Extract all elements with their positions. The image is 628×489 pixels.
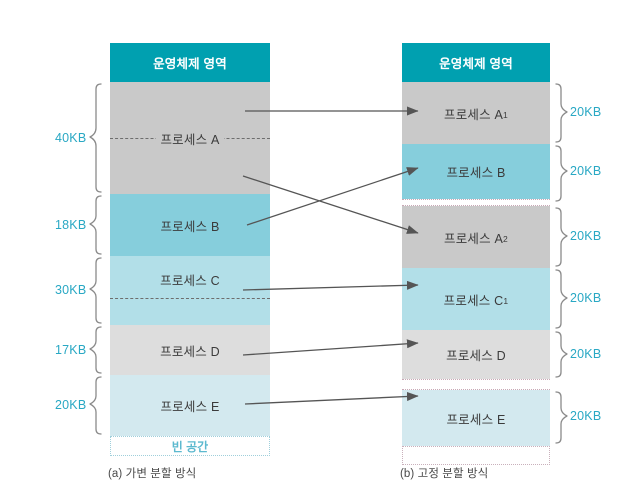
left-os-area-header: 운영체제 영역 <box>110 43 270 82</box>
left-size-label-17kb: 17KB <box>55 343 87 357</box>
left-block-process-c: 프로세스 C <box>110 256 270 325</box>
right-brace-5 <box>555 331 568 378</box>
right-block-process-b: 프로세스 B <box>402 144 550 199</box>
left-block-process-a-label: 프로세스 A <box>156 128 224 148</box>
right-fragment-gap-2 <box>402 379 550 390</box>
right-block-process-a1-label: 프로세스 A <box>444 107 504 122</box>
caption-variable-partition: (a) 가변 분할 방식 <box>108 468 197 480</box>
right-brace-2 <box>555 145 568 202</box>
left-size-label-40kb: 40KB <box>55 131 87 145</box>
left-brace-18kb <box>89 195 102 255</box>
caption-fixed-partition: (b) 고정 분할 방식 <box>400 468 489 480</box>
left-block-process-c-label: 프로세스 C <box>160 274 220 288</box>
right-free-partition <box>402 446 550 465</box>
right-block-process-e-label: 프로세스 E <box>446 412 506 427</box>
right-size-label-4: 20KB <box>570 291 602 305</box>
right-brace-6 <box>555 391 568 444</box>
right-block-process-e: 프로세스 E <box>402 390 550 446</box>
right-block-process-d: 프로세스 D <box>402 330 550 379</box>
left-size-label-20kb: 20KB <box>55 398 87 412</box>
left-block-process-e: 프로세스 E <box>110 375 270 436</box>
right-size-label-2: 20KB <box>570 164 602 178</box>
right-size-label-6: 20KB <box>570 409 602 423</box>
right-block-process-d-label: 프로세스 D <box>446 349 506 363</box>
left-block-process-b: 프로세스 B <box>110 194 270 256</box>
right-brace-3 <box>555 207 568 267</box>
left-brace-30kb <box>89 257 102 324</box>
right-block-process-a2-subscript: 2 <box>503 234 508 244</box>
left-brace-40kb <box>89 83 102 193</box>
right-block-process-c1-subscript: 1 <box>503 296 509 306</box>
right-os-area-header: 운영체제 영역 <box>402 43 550 82</box>
right-size-label-5: 20KB <box>570 347 602 361</box>
right-block-process-c1-label: 프로세스 C <box>443 293 504 308</box>
right-fragment-gap-1 <box>402 199 550 206</box>
right-brace-1 <box>555 83 568 143</box>
left-empty-space: 빈 공간 <box>110 436 270 456</box>
left-size-label-18kb: 18KB <box>55 218 87 232</box>
right-brace-4 <box>555 269 568 329</box>
right-block-process-b-label: 프로세스 B <box>446 166 506 180</box>
left-brace-17kb <box>89 326 102 374</box>
arrow-e-to-e <box>244 391 419 405</box>
right-block-process-a1-subscript: 1 <box>503 110 508 120</box>
left-block-process-d: 프로세스 D <box>110 325 270 375</box>
left-brace-20kb <box>89 376 102 435</box>
left-size-label-30kb: 30KB <box>55 283 87 297</box>
right-size-label-3: 20KB <box>570 229 602 243</box>
arrow-b-to-b <box>246 167 419 226</box>
right-size-label-1: 20KB <box>570 105 602 119</box>
right-block-process-a2-label: 프로세스 A <box>444 231 504 246</box>
left-process-c-internal-divider <box>110 298 270 299</box>
